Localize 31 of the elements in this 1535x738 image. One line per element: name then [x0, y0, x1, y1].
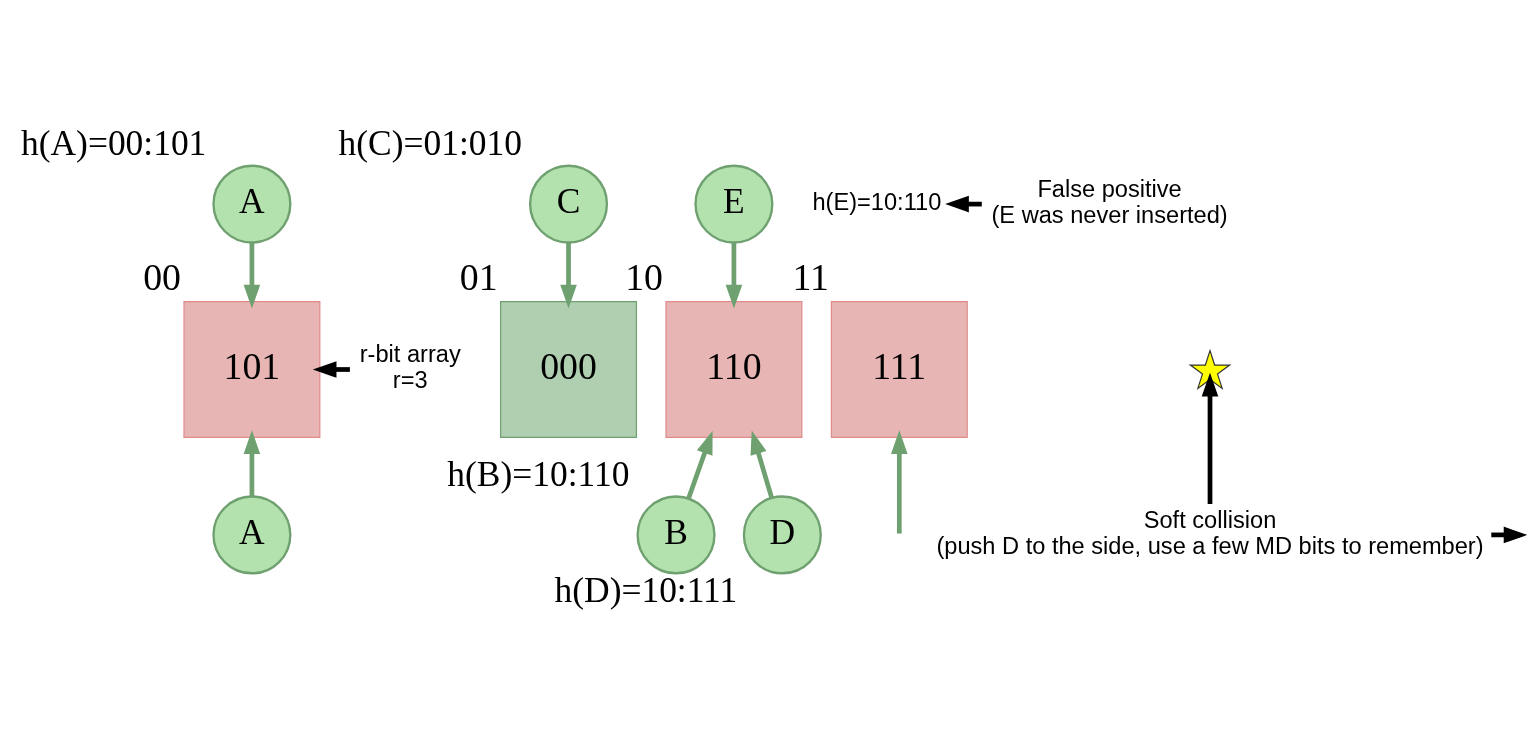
node-label: h(A)=00:101 — [21, 122, 207, 163]
node-circle: D — [742, 494, 822, 574]
arrow — [686, 430, 713, 499]
node-text: False positive (E was never inserted) — [991, 175, 1228, 228]
arrow — [750, 430, 774, 498]
arrow — [243, 429, 261, 496]
node-circle: E — [694, 164, 774, 244]
node-text: Soft collision (push D to the side, use a few MD bits to remember) — [936, 506, 1484, 559]
arrow — [560, 242, 577, 308]
node-label: 11 — [792, 255, 829, 298]
arrow — [243, 242, 261, 308]
node-text: h(E)=10:110 — [812, 188, 942, 215]
node-label: h(C)=01:010 — [338, 122, 522, 163]
arrow — [312, 360, 350, 378]
arrow — [1201, 372, 1219, 504]
node-box: 111 — [830, 300, 968, 438]
node-label: 00 — [143, 255, 182, 298]
node-circle: C — [528, 164, 609, 244]
node-circle: A — [212, 164, 292, 244]
node-circle: B — [636, 494, 716, 574]
node-circle: A — [212, 494, 292, 574]
node-label: h(B)=10:110 — [447, 453, 630, 494]
node-box: 110 — [665, 300, 803, 438]
node-label: 10 — [625, 255, 664, 298]
node-box: 101 — [183, 300, 321, 438]
node-star — [1188, 348, 1232, 390]
arrow — [891, 429, 908, 534]
arrow — [725, 242, 743, 308]
node-label: 01 — [459, 255, 498, 298]
node-box: 000 — [500, 300, 638, 438]
node-text: r-bit array r=3 — [359, 340, 461, 393]
